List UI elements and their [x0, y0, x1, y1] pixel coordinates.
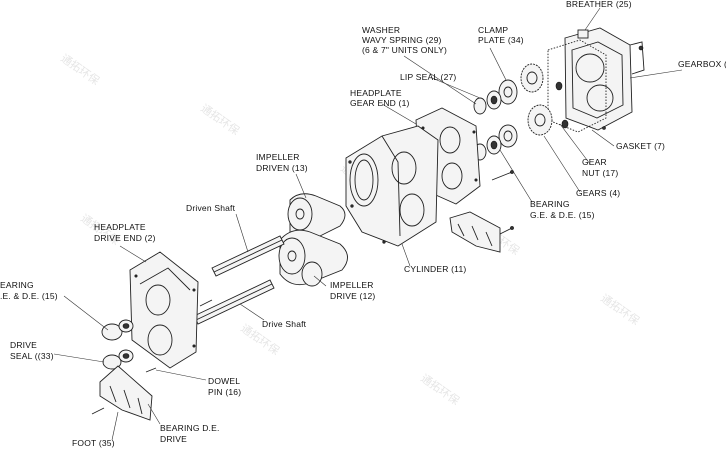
label-bearing-de-line2: DRIVE: [160, 434, 187, 444]
label-drive-shaft: Drive Shaft: [262, 319, 307, 329]
label-impeller-driven-line2: DRIVEN (13): [256, 163, 308, 173]
foot-right-part: [449, 211, 501, 253]
label-driven-shaft: Driven Shaft: [186, 203, 236, 213]
clamp-plate-stack: [473, 79, 518, 161]
label-dowel-pin: DOWEL: [208, 376, 240, 386]
label-bearing-de: BEARING D.E.: [160, 423, 220, 433]
drive-shaft-part: [193, 279, 275, 325]
watermark-text: 通拓环保: [598, 291, 642, 328]
label-gear-nut: GEAR: [582, 157, 607, 167]
label-gear-nut-line2: NUT (17): [582, 168, 618, 178]
label-headplate-gear-end-line2: GEAR END (1): [350, 98, 410, 108]
label-bearing-left: EARING: [0, 280, 34, 290]
gears-part: [520, 63, 569, 136]
drive-seal-part: [102, 349, 134, 370]
watermark-text: 通拓环保: [198, 101, 242, 138]
label-headplate-gear-end: HEADPLATE: [350, 88, 402, 98]
label-drive-seal: DRIVE: [10, 340, 37, 350]
gearbox-part: [564, 27, 645, 131]
label-gasket: GASKET (7): [616, 141, 665, 151]
label-bearing-ge: BEARING: [530, 199, 570, 209]
label-bearing-left-line2: .E. & D.E. (15): [0, 291, 58, 301]
label-foot: FOOT (35): [72, 438, 115, 448]
label-gearbox: GEARBOX (3: [678, 59, 726, 69]
watermark-text: 通拓环保: [58, 51, 102, 88]
label-washer: WASHER: [362, 25, 400, 35]
label-impeller-drive-line2: DRIVE (12): [330, 291, 375, 301]
impeller-drive-part: [278, 229, 348, 287]
label-dowel-pin-line2: PIN (16): [208, 387, 241, 397]
impeller-driven-part: [287, 193, 346, 241]
headplate-drive-end-part: [129, 251, 199, 369]
label-breather: BREATHER (25): [566, 0, 632, 9]
leader-lines: [53, 47, 683, 441]
breather-part: [577, 7, 601, 39]
watermark-text: 通拓环保: [418, 371, 462, 408]
label-drive-seal-line2: SEAL ((33): [10, 351, 54, 361]
bearing-left-part: [101, 319, 134, 341]
label-washer-line2: WAVY SPRING (29): [362, 35, 442, 45]
foot-left-part: [91, 365, 153, 421]
label-gears: GEARS (4): [576, 188, 620, 198]
label-clamp-plate-line2: PLATE (34): [478, 35, 524, 45]
cylinder-part: [345, 125, 439, 247]
label-bearing-ge-line2: G.E. & D.E. (15): [530, 210, 595, 220]
dowel-pin-part: [145, 367, 157, 373]
label-cylinder: CYLINDER (11): [404, 264, 466, 274]
label-impeller-driven: IMPELLER: [256, 152, 300, 162]
label-headplate-drive-end-line2: DRIVE END (2): [94, 233, 156, 243]
label-lip-seal: LIP SEAL (27): [400, 72, 456, 82]
label-clamp-plate: CLAMP: [478, 25, 508, 35]
driven-shaft-part: [211, 235, 285, 277]
label-headplate-drive-end: HEADPLATE: [94, 222, 146, 232]
label-washer-line3: (6 & 7" UNITS ONLY): [362, 45, 447, 55]
label-impeller-drive: IMPELLER: [330, 280, 374, 290]
